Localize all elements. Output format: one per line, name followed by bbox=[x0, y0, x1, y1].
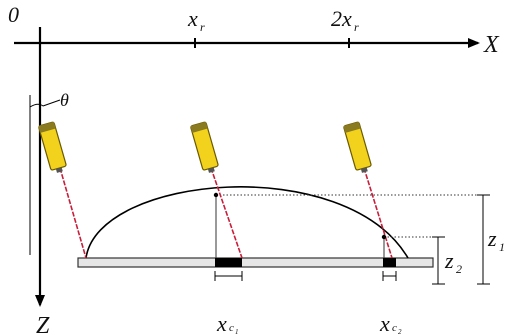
svg-text:x: x bbox=[341, 6, 352, 31]
xc1-width-marker bbox=[214, 271, 243, 281]
svg-text:2: 2 bbox=[456, 262, 462, 276]
svg-text:r: r bbox=[354, 20, 359, 34]
2xr-label: 2 x r bbox=[331, 6, 359, 34]
laser-beam-3 bbox=[363, 167, 393, 259]
intersection-point-1 bbox=[213, 192, 219, 198]
xc2-label: x c 2 bbox=[379, 311, 402, 335]
x-axis-label: X bbox=[483, 32, 500, 58]
laser-1 bbox=[38, 121, 67, 173]
z1-label: z 1 bbox=[487, 226, 505, 254]
detector-xc1 bbox=[215, 258, 242, 267]
svg-text:c: c bbox=[392, 322, 397, 334]
origin-label: 0 bbox=[8, 2, 19, 27]
xc1-label: x c 1 bbox=[216, 311, 239, 335]
svg-text:z: z bbox=[487, 226, 497, 251]
z2-label: z 2 bbox=[444, 248, 462, 276]
theta-leader bbox=[42, 99, 61, 107]
svg-text:z: z bbox=[444, 248, 454, 273]
intersection-point-2 bbox=[381, 234, 387, 240]
svg-text:1: 1 bbox=[235, 328, 239, 335]
xr-label: x r bbox=[187, 6, 205, 34]
z-axis-label: Z bbox=[36, 313, 50, 335]
xc2-width-marker bbox=[382, 271, 397, 281]
svg-text:2: 2 bbox=[331, 6, 342, 31]
svg-text:1: 1 bbox=[499, 240, 505, 254]
svg-text:2: 2 bbox=[398, 328, 402, 335]
laser-beam-1 bbox=[59, 167, 87, 259]
laser-3 bbox=[343, 121, 372, 173]
theta-arc bbox=[29, 103, 44, 108]
svg-text:x: x bbox=[187, 6, 198, 31]
theta-label: θ bbox=[60, 90, 69, 110]
base-plate bbox=[77, 257, 434, 268]
svg-text:x: x bbox=[216, 311, 227, 335]
laser-beam-2 bbox=[210, 167, 243, 259]
laser-2 bbox=[190, 121, 219, 173]
svg-text:x: x bbox=[379, 311, 390, 335]
svg-text:r: r bbox=[200, 20, 205, 34]
surface-profile bbox=[85, 186, 409, 259]
svg-text:c: c bbox=[229, 322, 234, 334]
detector-xc2 bbox=[383, 258, 396, 267]
